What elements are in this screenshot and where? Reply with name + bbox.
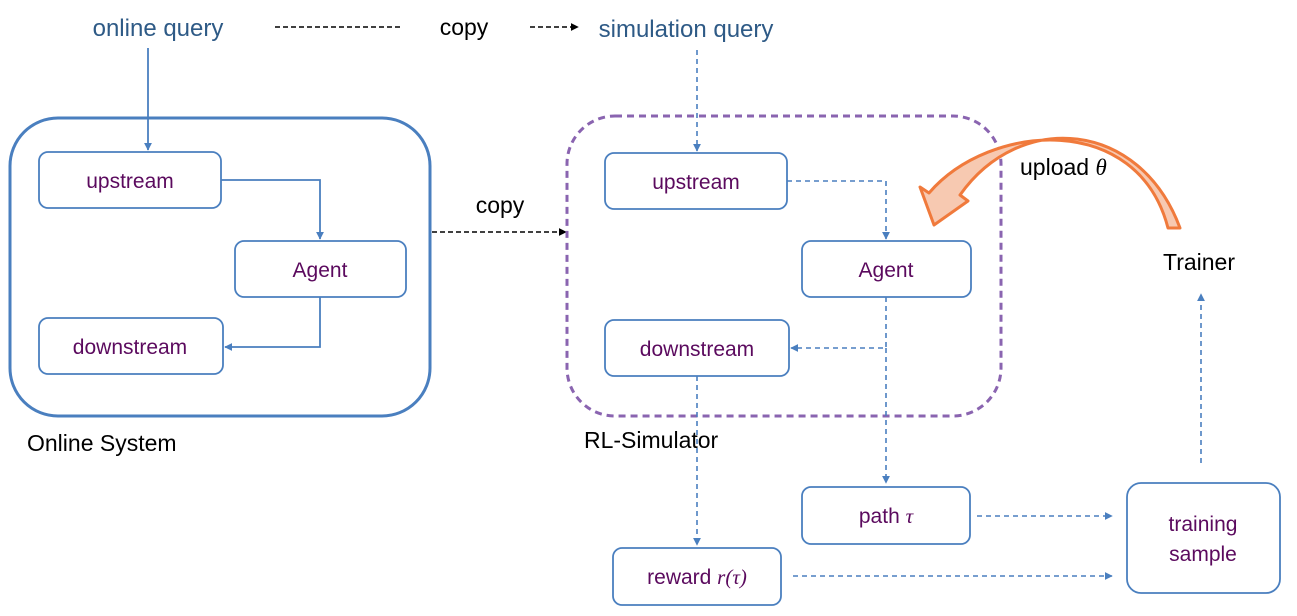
copy-system-label: copy [476, 192, 525, 218]
training-sample-line1: training [1169, 513, 1238, 536]
sim-agent-to-downstream-arrow [790, 297, 887, 352]
online-agent-to-downstream-arrow [224, 297, 321, 351]
online-upstream-label: upstream [86, 170, 174, 193]
path-box [801, 486, 971, 545]
sim-agent-label: Agent [859, 259, 914, 282]
path-label: path τ [859, 504, 915, 528]
online-query-label: online query [93, 15, 224, 42]
upload-arrow [918, 136, 1182, 230]
sim-upstream-to-agent-arrow [787, 180, 890, 240]
reward-box [612, 547, 782, 606]
trainer-label: Trainer [1163, 249, 1235, 275]
online-upstream-to-agent-arrow [221, 179, 324, 240]
upload-prefix: upload [1020, 154, 1095, 180]
reward-symbol: r(τ) [717, 565, 747, 589]
reward-label: reward r(τ) [647, 565, 747, 589]
path-prefix: path [859, 505, 906, 528]
online-system-container [8, 116, 432, 418]
sim-downstream-label: downstream [640, 338, 754, 361]
training-sample-box [1126, 482, 1281, 594]
training-sample-line2: sample [1169, 543, 1237, 566]
simulation-query-label: simulation query [599, 16, 774, 43]
reward-prefix: reward [647, 566, 717, 589]
path-symbol: τ [906, 504, 915, 528]
online-system-label: Online System [27, 430, 177, 456]
rl-simulator-container [565, 114, 1003, 418]
sim-upstream-label: upstream [652, 171, 740, 194]
online-downstream-label: downstream [73, 336, 187, 359]
copy-query-label: copy [440, 14, 489, 40]
rl-simulator-label: RL-Simulator [584, 427, 719, 453]
online-agent-label: Agent [293, 259, 348, 282]
online-downstream-box [38, 317, 224, 375]
upload-label: upload θ [1020, 154, 1107, 180]
upload-symbol: θ [1095, 155, 1106, 180]
